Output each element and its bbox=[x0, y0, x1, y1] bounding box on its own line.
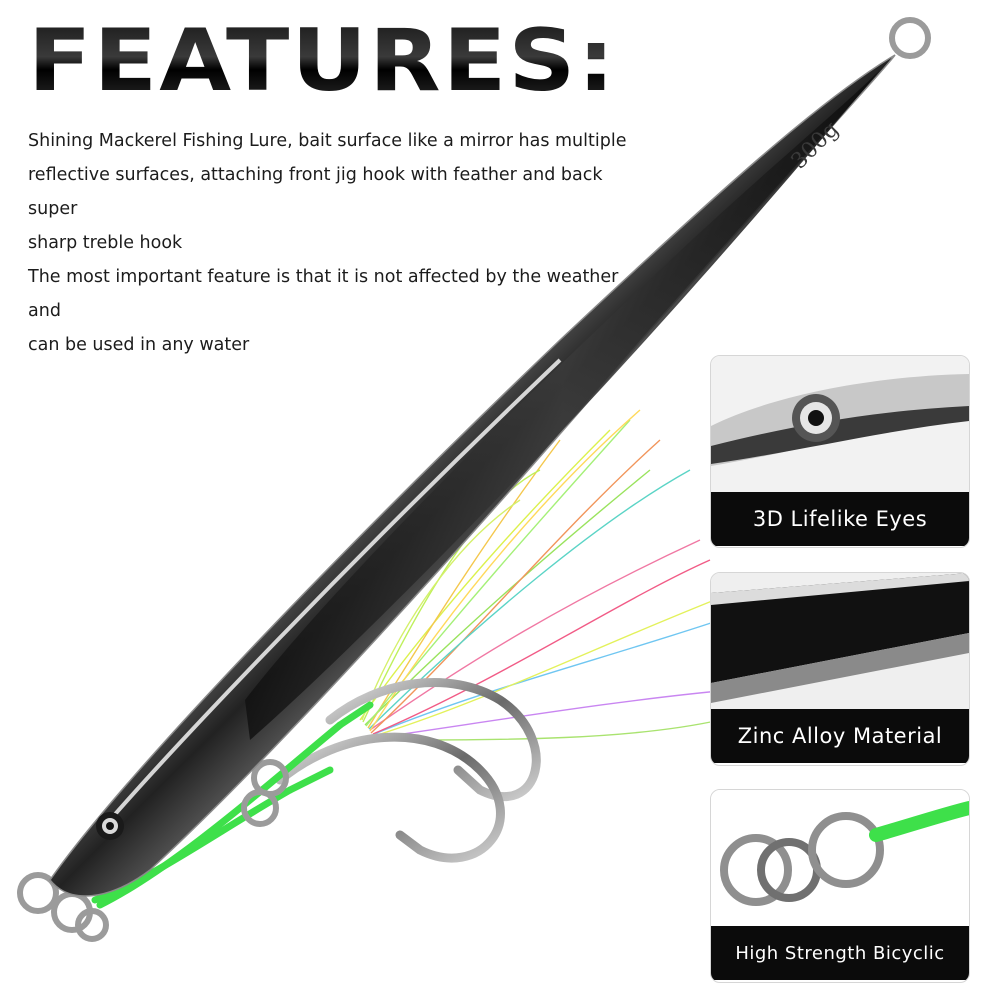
assist-hooks bbox=[275, 678, 541, 863]
description-line: The most important feature is that it is… bbox=[28, 267, 619, 321]
feature-caption: Zinc Alloy Material bbox=[711, 709, 969, 763]
feature-photo-eyes bbox=[711, 356, 969, 492]
description-line: Shining Mackerel Fishing Lure, bait surf… bbox=[28, 131, 627, 151]
feature-card-rings: High Strength Bicyclic bbox=[710, 789, 970, 983]
description-line: can be used in any water bbox=[28, 335, 250, 355]
description-line: sharp treble hook bbox=[28, 233, 183, 253]
feature-caption: 3D Lifelike Eyes bbox=[711, 492, 969, 546]
feature-card-material: Zinc Alloy Material bbox=[710, 572, 970, 766]
feature-description: Shining Mackerel Fishing Lure, bait surf… bbox=[28, 124, 648, 362]
feature-photo-rings bbox=[711, 790, 969, 926]
assist-cord bbox=[91, 701, 374, 909]
page-title: FEATURES: bbox=[28, 11, 617, 111]
feature-caption: High Strength Bicyclic bbox=[711, 926, 969, 980]
lure-body bbox=[49, 54, 896, 897]
feature-card-eyes: 3D Lifelike Eyes bbox=[710, 355, 970, 548]
description-line: reflective surfaces, attaching front jig… bbox=[28, 165, 603, 219]
feature-photo-material bbox=[711, 573, 969, 709]
